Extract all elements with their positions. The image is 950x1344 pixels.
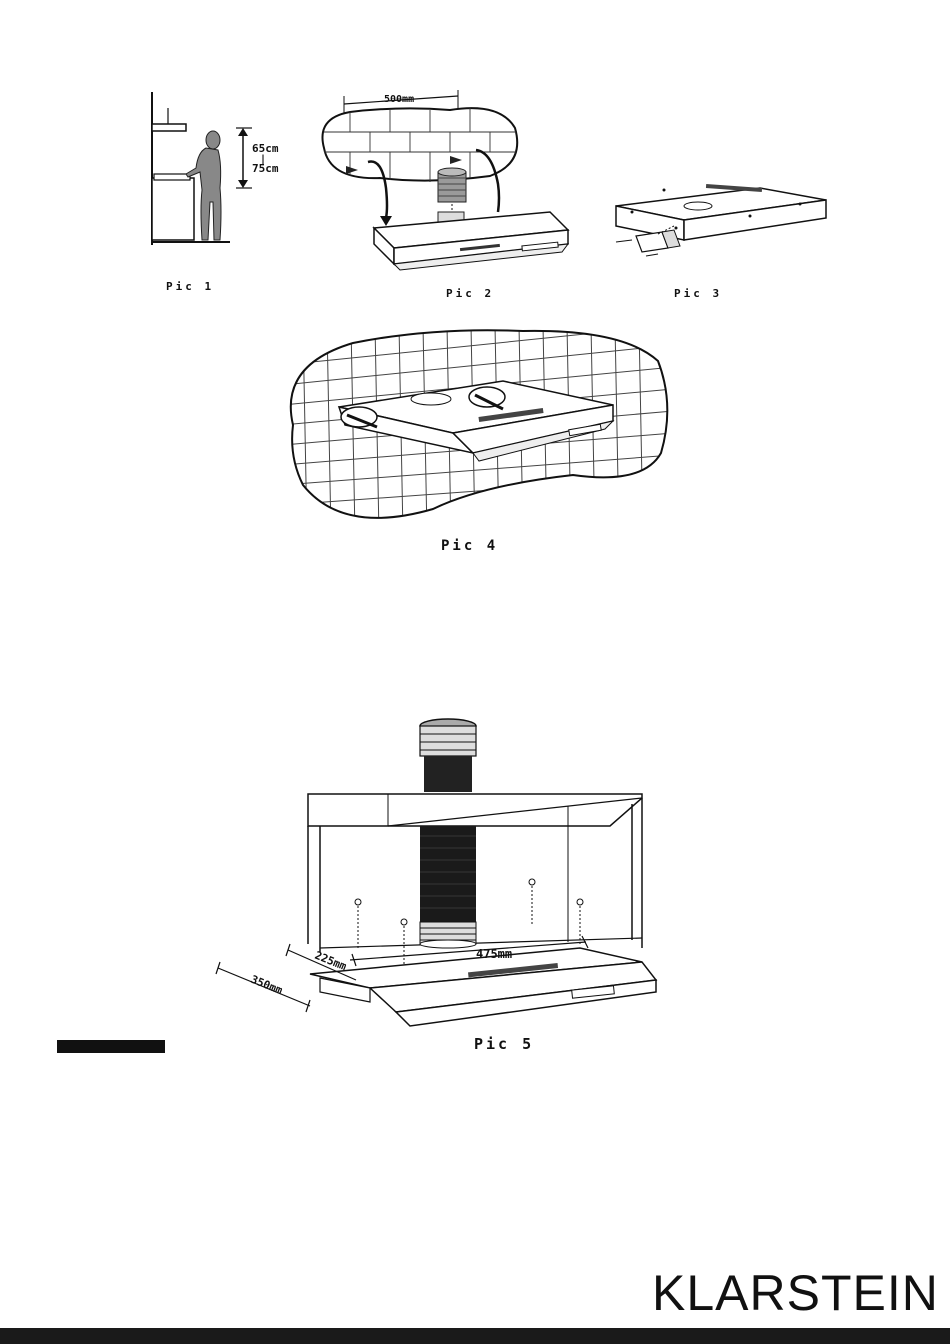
footer-bar <box>0 1328 950 1344</box>
brand-logo: KLARSTEIN <box>652 1268 939 1318</box>
pic2-dim: 500mm <box>384 94 414 105</box>
pic3-illustration <box>610 178 835 263</box>
pic1-illustration: 65cm | 75cm <box>140 90 320 250</box>
pic3-caption: Pic 3 <box>674 287 722 300</box>
pic2-illustration: 500mm <box>310 88 580 273</box>
pic4-illustration <box>283 325 673 535</box>
pic5-dim-offset: 225mm <box>313 949 349 974</box>
pic5-dim-depth: 350mm <box>249 973 285 998</box>
pic2-caption: Pic 2 <box>446 287 494 300</box>
redaction-bar <box>57 1040 165 1053</box>
pic5-dim-width: 475mm <box>476 947 512 961</box>
pic1-caption: Pic 1 <box>166 280 214 293</box>
pic5-caption: Pic 5 <box>474 1035 534 1053</box>
pic5-illustration: 475mm 350mm 225mm <box>210 712 670 1032</box>
pic1-dim-bottom: 75cm <box>252 162 279 175</box>
pic4-caption: Pic 4 <box>441 538 498 554</box>
